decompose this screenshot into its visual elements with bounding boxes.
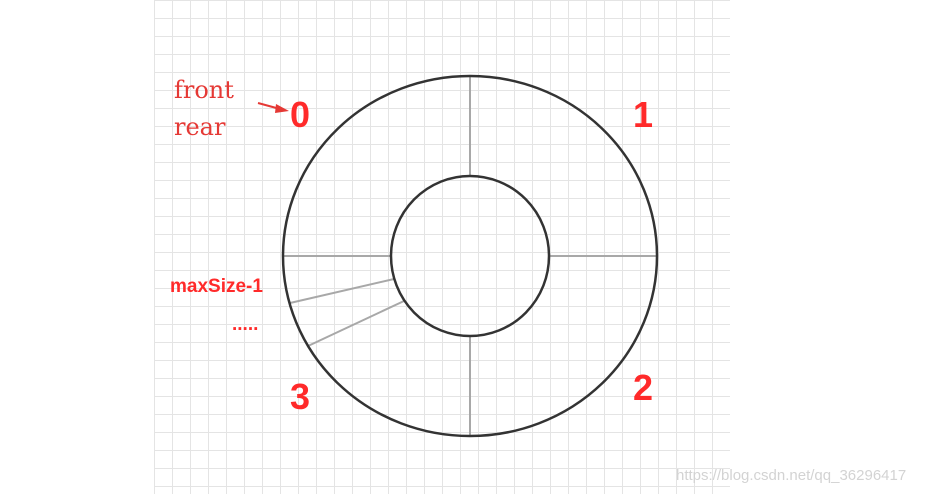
divider-slot-max — [289, 278, 395, 304]
index-3-label: 3 — [290, 376, 311, 417]
index-0-label: 0 — [290, 94, 311, 135]
front-label: front — [174, 76, 234, 104]
watermark-text: https://blog.csdn.net/qq_36296417 — [676, 467, 907, 484]
index-2-label: 2 — [633, 367, 654, 408]
grid-background — [154, 0, 730, 494]
divider-slot-ellipsis — [307, 300, 405, 347]
outer-ring — [281, 74, 659, 438]
ellipsis-label: ..... — [232, 314, 259, 335]
pointer-arrow — [257, 102, 289, 113]
rear-label: rear — [174, 113, 226, 141]
segment-dividers — [284, 76, 658, 436]
inner-ring — [389, 174, 551, 338]
max-size-label: maxSize-1 — [170, 276, 263, 297]
index-1-label: 1 — [633, 94, 654, 135]
